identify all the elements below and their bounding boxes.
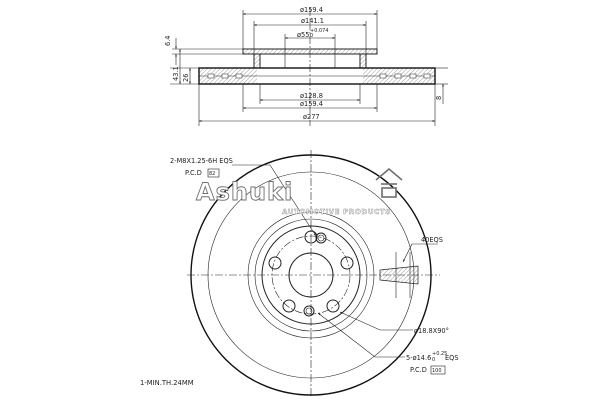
dim-d159-4-top: ø159.4 (300, 6, 323, 14)
watermark-emblem (375, 167, 403, 198)
dim-d159-4-bot: ø159.4 (300, 100, 323, 108)
dim-d128-8: ø128.8 (300, 92, 323, 100)
stud-pcd-label: P.C.D (410, 366, 427, 374)
dim-6-4: 6.4 (164, 36, 172, 47)
stud-tol-high: +0.25 (432, 351, 447, 357)
rotor-outer-edge (190, 154, 432, 396)
stud-hole (340, 256, 354, 270)
groove-callout: 40EQS (421, 236, 443, 244)
dim-d277: ø277 (303, 113, 320, 121)
side-dimension-labels: ø159.4 ø141.1 ø55 +0.074 0 ø128.8 ø159.4… (164, 6, 443, 121)
side-section-view: ø159.4 ø141.1 ø55 +0.074 0 ø128.8 ø159.4… (164, 6, 448, 126)
notes-block: 1-MIN.TH.24MM (140, 379, 194, 387)
dim-43-1: 43.1 (172, 66, 180, 81)
dim-d55: ø55 (297, 31, 309, 39)
threaded-hole (315, 232, 327, 244)
section-outline (198, 48, 436, 85)
leader-lines (232, 164, 438, 358)
bolt-pcd-box (207, 168, 220, 178)
threaded-hole (303, 305, 315, 317)
stud-pcd-box (430, 365, 446, 375)
stud-holes-callout: 5-ø14.6 (406, 354, 431, 362)
bolt-pcd-circle (271, 235, 351, 315)
threaded-holes (303, 232, 327, 317)
hat-outer-ring (247, 211, 375, 339)
dimension-lines (170, 13, 448, 122)
dim-d55-tol-low: 0 (310, 33, 313, 39)
stud-pcd-value: 100 (432, 368, 442, 374)
dim-d141-1: ø141.1 (301, 17, 324, 25)
groove-marker (379, 252, 419, 298)
stud-tol-low: 0 (432, 357, 435, 363)
bolt-pcd-label: P.C.D (185, 169, 202, 177)
stud-holes (268, 230, 354, 313)
hat-step-ring (254, 218, 368, 332)
bolt-holes-callout: 2-M8X1.25-6H EQS (170, 157, 233, 165)
note-line-1: 1-MIN.TH.24MM (140, 379, 194, 387)
bolt-pcd-value: 82 (209, 171, 215, 177)
stud-hole (304, 230, 318, 244)
watermark-brand: Ashuki (196, 178, 293, 206)
stud-hole (282, 299, 296, 313)
front-callouts: 2-M8X1.25-6H EQS P.C.D 82 40EQS ø18.8X90… (170, 157, 459, 375)
chamfer-callout: ø18.8X90° (414, 327, 449, 335)
watermark-sub: AUTOMOTIVE PRODUCTS (282, 208, 391, 216)
center-bore (288, 252, 334, 298)
dim-26: 26 (182, 74, 190, 82)
stud-hole (268, 256, 282, 270)
dim-8: 8 (435, 96, 443, 100)
hub-ring (261, 225, 361, 325)
brand-watermark: Ashuki AUTOMOTIVE PRODUCTS (196, 167, 403, 216)
dim-d55-tol: +0.074 (310, 28, 329, 34)
stud-hole (326, 299, 340, 313)
front-view: 2-M8X1.25-6H EQS P.C.D 82 40EQS ø18.8X90… (170, 150, 459, 398)
stud-eqs-label: EQS (445, 354, 459, 362)
